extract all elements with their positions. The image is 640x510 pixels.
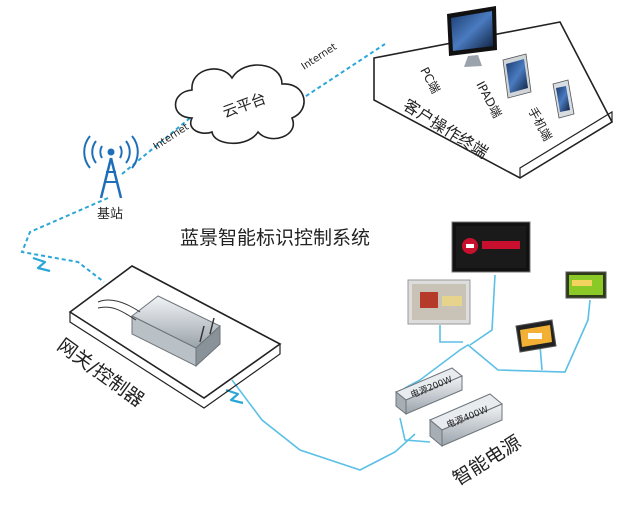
power-supply-200w: 电源200W	[395, 367, 463, 416]
link-bottom-screen	[539, 344, 543, 371]
internet-label-left: Internet	[152, 122, 191, 153]
wireless-markers	[32, 256, 244, 405]
tower-icon	[83, 135, 139, 199]
power-links	[231, 274, 591, 471]
phone-icon	[552, 79, 575, 119]
link-psu-bottom	[399, 417, 431, 443]
link-left-screen	[439, 325, 463, 343]
gateway-controller: 网关/控制器	[53, 265, 282, 412]
mall-screen-left	[407, 279, 471, 325]
power-supply-400w: 电源400W	[429, 393, 503, 448]
lightbox-screen	[515, 319, 557, 353]
base-station-label: 基站	[97, 207, 123, 222]
cloud-icon	[174, 64, 305, 144]
bank-sign-screen	[451, 221, 531, 273]
link-cloud-to-terminal	[299, 43, 386, 101]
wireless-zigzag-icon	[32, 256, 51, 273]
internet-label-right: Internet	[300, 42, 339, 73]
terminal-platform	[373, 21, 614, 179]
system-title: 蓝景智能标识控制系统	[180, 227, 370, 249]
ipad-icon	[502, 53, 532, 99]
led-screen-green	[565, 271, 607, 299]
wireless-zigzag-icon-2	[225, 388, 244, 405]
gateway-device-icon	[97, 295, 221, 368]
smart-power-label: 智能电源	[449, 431, 525, 490]
pc-monitor-icon	[447, 6, 497, 67]
link-gateway-to-psu	[231, 379, 416, 471]
link-tower-to-gateway	[20, 197, 109, 283]
link-psu-to-screens	[404, 299, 591, 389]
client-terminal: PC端 IPAD端 手机端 客户操作终端	[373, 6, 614, 179]
link-bank-sign	[469, 274, 496, 346]
cloud-platform: 云平台	[174, 64, 305, 144]
base-station: 基站	[83, 135, 139, 222]
